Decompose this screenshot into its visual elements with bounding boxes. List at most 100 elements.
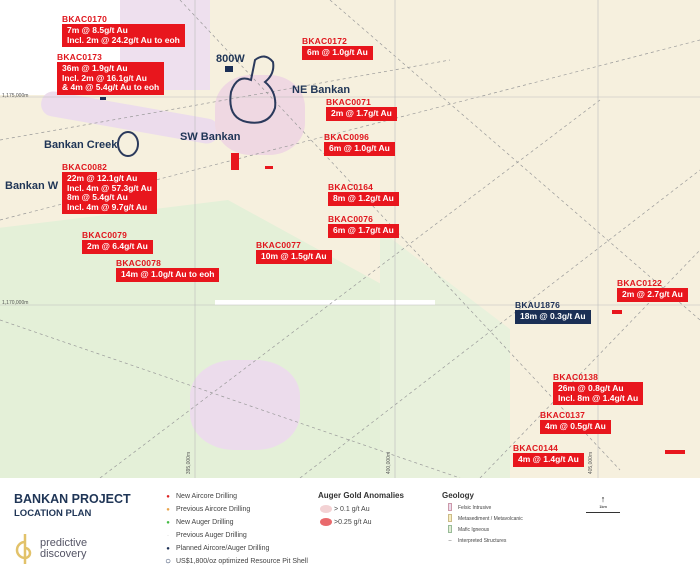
weak-anomaly-icon: [318, 504, 334, 515]
strong-anomaly-icon: [318, 517, 334, 528]
intercept-text: Incl. 4m @ 57.3g/t Au: [67, 182, 152, 193]
intercept-box: 18m @ 0.3g/t Au: [515, 310, 591, 324]
previous-auger-icon: ·: [167, 532, 169, 539]
legend-geology: Geology Felsic Intrusive Metasediment / …: [442, 491, 523, 544]
intercept-text: 2m @ 6.4g/t Au: [87, 241, 148, 251]
new-aircore-icon: ●: [166, 493, 170, 500]
intercept-text: Incl. 4m @ 9.7g/t Au: [67, 201, 148, 212]
intercept-text: 2m @ 1.7g/t Au: [331, 108, 392, 118]
legend-auger: Auger Gold Anomalies > 0.1 g/t Au >0.25 …: [318, 491, 404, 528]
intercept-box: 14m @ 1.0g/t Au to eoh: [116, 268, 220, 282]
intercept-text: 14m @ 1.0g/t Au to eoh: [121, 269, 215, 279]
hole-id: BKAC0071: [326, 97, 372, 107]
planned-drilling-icon: ●: [166, 545, 170, 552]
intercept-text: 6m @ 1.0g/t Au: [307, 47, 368, 57]
intercept-text: 8m @ 5.4g/t Au: [67, 192, 128, 202]
logo-mark-icon: [15, 534, 32, 564]
hole-id: BKAC0170: [62, 14, 108, 24]
scale-bar: ↑ 1km: [586, 494, 620, 513]
north-arrow-icon: ↑: [600, 494, 606, 504]
project-title: BANKAN PROJECT LOCATION PLAN: [14, 492, 131, 519]
intercept-box: 10m @ 1.5g/t Au: [256, 250, 332, 264]
intercept-text: 6m @ 1.0g/t Au: [329, 143, 390, 153]
structure-line-icon: --: [448, 537, 452, 544]
intercept-box: 2m @ 2.7g/t Au: [617, 288, 688, 302]
place-sw-bankan: SW Bankan: [180, 131, 241, 143]
geology-map: 800W NE Bankan SW Bankan Bankan Creek Ba…: [0, 0, 700, 478]
intercept-text: Incl. 2m @ 24.2g/t Au to eoh: [67, 34, 180, 45]
hole-id: BKAC0122: [617, 278, 663, 288]
hole-id: BKAC0077: [256, 240, 302, 250]
felsic-zone: [190, 360, 300, 450]
new-auger-icon: ●: [166, 519, 170, 526]
legend-item: Planned Aircore/Auger Drilling: [176, 545, 270, 552]
intercept-text: Incl. 8m @ 1.4g/t Au: [558, 392, 639, 403]
legend-item: US$1,800/oz optimized Resource Pit Shell: [176, 558, 308, 565]
metasediment-swatch-icon: [442, 513, 458, 524]
hole-id: BKAC0082: [62, 162, 108, 172]
previous-aircore-icon: ●: [166, 506, 170, 513]
coord-northing: 1,175,000m: [2, 93, 29, 99]
intercept-text: 4m @ 0.5g/t Au: [545, 421, 606, 431]
legend-drilling: ● New Aircore Drilling ● Previous Aircore D…: [160, 490, 308, 568]
intercept-text: 10m @ 1.5g/t Au: [261, 251, 327, 261]
hole-id: BKAC0137: [540, 410, 586, 420]
hole-id: BKAC0096: [324, 132, 370, 142]
intercept-box: 8m @ 1.2g/t Au: [328, 192, 399, 206]
intercept-box: 6m @ 1.0g/t Au: [302, 46, 373, 60]
intercept-text: 6m @ 1.7g/t Au: [333, 225, 394, 235]
coord-northing: 1,170,000m: [2, 300, 29, 306]
intercept-box: 6m @ 1.0g/t Au: [324, 142, 395, 156]
hole-id: BKAC0076: [328, 214, 374, 224]
legend-item: New Aircore Drilling: [176, 493, 238, 500]
mafic-swatch-icon: [442, 524, 458, 535]
intercept-box: 2m @ 1.7g/t Au: [326, 107, 397, 121]
hole-id: BKAC0144: [513, 443, 559, 453]
legend-item: New Auger Drilling: [176, 519, 234, 526]
intercept-text: 7m @ 8.5g/t Au: [67, 25, 128, 35]
intercept-text: 8m @ 1.2g/t Au: [333, 193, 394, 203]
intercept-text: 26m @ 0.8g/t Au: [558, 383, 624, 393]
intercept-text: & 4m @ 5.4g/t Au to eoh: [62, 82, 160, 92]
pit-shell-icon: ○: [164, 556, 172, 567]
legend-item: Previous Aircore Drilling: [176, 506, 251, 513]
hole-id: BKAC0164: [328, 182, 374, 192]
intercept-box: 4m @ 1.4g/t Au: [513, 453, 584, 467]
intercept-text: 2m @ 2.7g/t Au: [622, 289, 683, 299]
hole-id: BKAC0173: [57, 52, 103, 62]
intercept-text: 22m @ 12.1g/t Au: [67, 173, 138, 183]
intercept-text: 18m @ 0.3g/t Au: [520, 311, 586, 321]
intercept-box: 4m @ 0.5g/t Au: [540, 420, 611, 434]
hole-id: BKAC0078: [116, 258, 162, 268]
place-800w: 800W: [216, 53, 245, 65]
coord-easting: 405,000m: [588, 451, 595, 475]
intercept-text: 4m @ 1.4g/t Au: [518, 454, 579, 464]
hole-id: BKAC0079: [82, 230, 128, 240]
intercept-text: Incl. 2m @ 16.1g/t Au: [62, 72, 147, 83]
coord-easting: 400,000m: [386, 451, 393, 475]
place-bankan-creek: Bankan Creek: [44, 139, 118, 151]
hole-id: BKAC0172: [302, 36, 348, 46]
intercept-text: 36m @ 1.9g/t Au: [62, 63, 128, 73]
intercept-box: 6m @ 1.7g/t Au: [328, 224, 399, 238]
place-ne-bankan: NE Bankan: [292, 84, 351, 96]
